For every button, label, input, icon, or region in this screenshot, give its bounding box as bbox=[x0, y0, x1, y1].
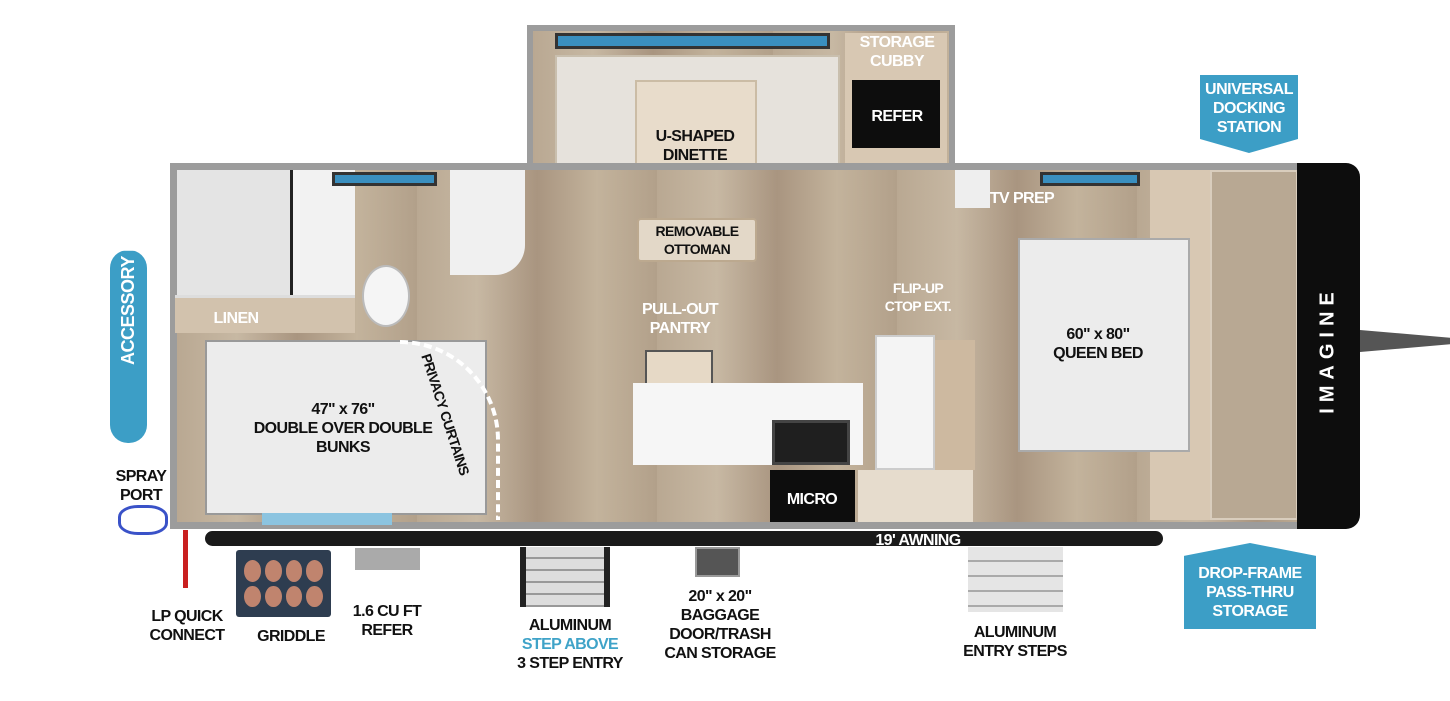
awning bbox=[205, 531, 1163, 546]
lower-counter bbox=[858, 470, 973, 522]
linen-label: LINEN bbox=[213, 310, 259, 327]
accessory-hitch-label: ACCESSORY HITCH bbox=[118, 199, 138, 365]
ottoman bbox=[637, 218, 757, 262]
lp-hose bbox=[183, 530, 188, 588]
griddle bbox=[236, 550, 331, 617]
toilet bbox=[362, 265, 410, 327]
linen-cabinet bbox=[175, 295, 355, 333]
griddle-label: GRIDDLE bbox=[257, 628, 325, 645]
queen-bed bbox=[1018, 238, 1190, 452]
logo: IMAGINE bbox=[1316, 286, 1339, 414]
wardrobe bbox=[1210, 170, 1298, 520]
accessory-hitch-callout: ACCESSORY HITCH bbox=[110, 199, 147, 443]
window bbox=[262, 513, 392, 525]
tv-prep-label: TV PREP bbox=[989, 190, 1055, 207]
tv-cabinet bbox=[955, 170, 990, 208]
front-cap bbox=[1297, 163, 1360, 529]
kitchen-sink-counter bbox=[875, 335, 935, 470]
lavatory bbox=[450, 170, 525, 275]
awning-label: 19' AWNING bbox=[875, 532, 961, 549]
micro-label: MICRO bbox=[786, 491, 838, 508]
window bbox=[1040, 172, 1140, 186]
outdoor-refer bbox=[355, 548, 420, 570]
shower bbox=[290, 170, 355, 295]
baggage-door bbox=[695, 547, 740, 577]
stove bbox=[772, 420, 850, 465]
entry-step bbox=[520, 547, 610, 607]
entry-steps bbox=[968, 547, 1063, 612]
spice-shelf bbox=[935, 340, 975, 470]
refer-label: REFER bbox=[871, 108, 923, 125]
pantry bbox=[645, 350, 713, 385]
micro bbox=[770, 470, 855, 522]
spray-port-icon bbox=[118, 505, 168, 535]
hitch-tongue bbox=[1360, 330, 1450, 352]
queen-bed-label: 60" x 80"QUEEN BED bbox=[1053, 326, 1143, 362]
window bbox=[555, 33, 830, 49]
refer bbox=[852, 80, 940, 148]
window bbox=[332, 172, 437, 186]
